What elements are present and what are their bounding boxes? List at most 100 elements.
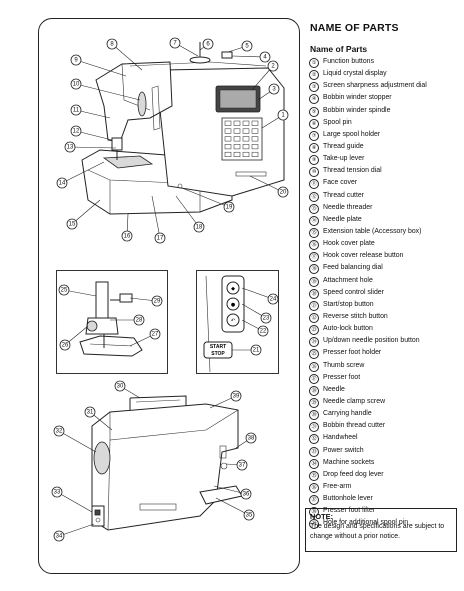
function-button-shape [251, 128, 259, 134]
part-number-badge: ㉟ [309, 470, 319, 481]
function-button-shape [233, 151, 241, 157]
callout-circle [64, 141, 76, 153]
callout-leader-line [61, 161, 105, 184]
svg-text:↶: ↶ [231, 318, 235, 324]
part-number-badge: ㉖ [309, 361, 319, 372]
callout-number: 23 [263, 315, 270, 321]
part-label: Bobbin winder stopper [323, 94, 392, 102]
part-label: Screen sharpness adjustment dial [323, 82, 427, 90]
part-label: Presser foot lifter [323, 507, 376, 515]
part-label: Auto-lock button [323, 325, 373, 333]
callout-leader-line [151, 195, 161, 239]
callout-circle [53, 530, 65, 542]
callout-circle [257, 325, 269, 337]
callout-number: 11 [73, 107, 80, 113]
function-button-shape [242, 151, 250, 157]
part-label: Bobbin thread cutter [323, 422, 386, 430]
callout-number: 21 [253, 347, 260, 353]
callout-number: 32 [56, 428, 63, 434]
function-button-shape [224, 128, 232, 134]
callout-circle [267, 60, 279, 72]
function-button-shape [251, 144, 259, 150]
part-number-badge: ⑪ [309, 179, 319, 190]
callout-circle [230, 390, 242, 402]
function-button-shape [251, 120, 259, 126]
part-label: Thumb screw [323, 361, 365, 369]
callout-circle [70, 54, 82, 66]
function-button-shape [224, 151, 232, 157]
part-label: Carrying handle [323, 410, 372, 418]
callout-leader-line [75, 83, 141, 101]
callout-leader-line [58, 430, 97, 453]
callout-number: 16 [124, 233, 131, 239]
part-label: Extension table (Accessory box) [323, 227, 422, 235]
part-number-badge: ⑤ [309, 106, 319, 117]
callout-number: 35 [246, 512, 253, 518]
callout-leader-line [215, 497, 250, 516]
parts-list-item: ㉚ Carrying handle [309, 408, 461, 421]
part-number-badge: ㉓ [309, 325, 319, 336]
callout-circle [245, 432, 257, 444]
part-number-badge: ⑰ [309, 252, 319, 263]
part-number-badge: ⑬ [309, 203, 319, 214]
presser-foot-detail-box [56, 270, 168, 374]
function-button-shape [224, 120, 232, 126]
part-label: Reverse stitch button [323, 312, 388, 320]
callout-circle [267, 293, 279, 305]
callout-number: 38 [248, 435, 255, 441]
callout-number: 2 [271, 63, 275, 69]
part-number-badge: ⑦ [309, 130, 319, 141]
part-label: Thread tension dial [323, 167, 382, 175]
callout-leader-line [241, 287, 274, 300]
part-number-badge: ⑳ [309, 288, 319, 299]
callout-circle [59, 339, 71, 351]
callout-number: 34 [56, 533, 63, 539]
callout-leader-line [58, 523, 95, 537]
part-number-badge: ㉚ [309, 410, 319, 421]
part-label: Start/stop button [323, 300, 374, 308]
callout-number: 10 [73, 81, 80, 87]
part-number-badge: ⑧ [309, 142, 319, 153]
callout-circle [133, 314, 145, 326]
callout-number: 4 [263, 54, 267, 60]
callout-circle [84, 406, 96, 418]
callout-circle [169, 37, 181, 49]
part-number-badge: ⑨ [309, 155, 319, 166]
function-button-shape [224, 144, 232, 150]
part-number-badge: ⑮ [309, 227, 319, 238]
callout-number: 12 [73, 128, 80, 134]
presser-foot-drawing [79, 281, 143, 357]
note-text: The design and specifications are subjec… [310, 523, 445, 540]
callout-circle [193, 221, 205, 233]
callout-circle [56, 177, 68, 189]
function-button-shape [233, 136, 241, 142]
function-button-shape [251, 151, 259, 157]
part-number-badge: ⑲ [309, 276, 319, 287]
part-number-badge: ㊴ [309, 519, 319, 530]
callout-circle [51, 486, 63, 498]
callout-number: 14 [59, 180, 66, 186]
part-number-badge: ② [309, 70, 319, 81]
part-number-badge: ㉞ [309, 458, 319, 469]
callout-circle [236, 459, 248, 471]
part-label: Attachment hole [323, 276, 373, 284]
callout-number: 28 [136, 317, 143, 323]
callout-leader-line [111, 43, 143, 71]
start-stop-label-2: STOP [211, 351, 225, 357]
callout-circle [70, 78, 82, 90]
